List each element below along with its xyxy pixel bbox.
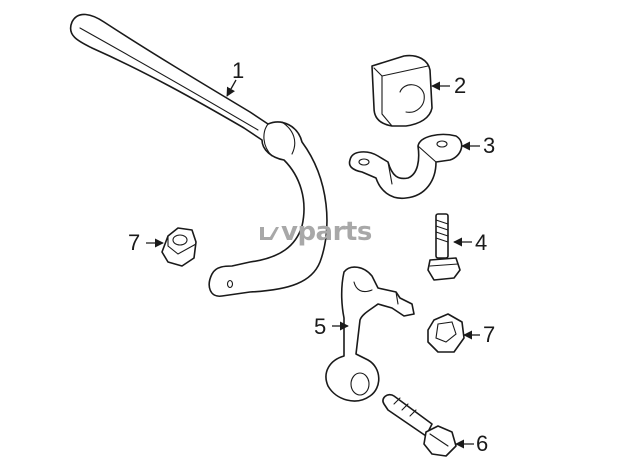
bracket-bolt <box>427 213 461 281</box>
callout-5: 5 <box>314 314 327 339</box>
leader-1 <box>226 79 237 97</box>
callout-2: 2 <box>454 73 467 98</box>
bushing-bracket <box>348 133 463 200</box>
watermark: vparts <box>258 215 372 249</box>
stabilizer-bar <box>69 13 328 297</box>
callout-6: 6 <box>476 431 489 456</box>
stabilizer-link <box>325 266 415 402</box>
watermark-text: vparts <box>281 217 372 247</box>
callout-7-left: 7 <box>128 230 141 255</box>
flange-nut-left <box>161 227 197 267</box>
callout-4: 4 <box>475 230 488 255</box>
flange-nut-right <box>427 313 465 353</box>
callout-1: 1 <box>232 58 245 83</box>
link-bolt <box>382 393 457 457</box>
lvparts-logo-icon <box>260 227 279 240</box>
callout-3: 3 <box>483 133 496 158</box>
stabilizer-bushing <box>371 54 433 127</box>
callout-7-right: 7 <box>483 322 496 347</box>
